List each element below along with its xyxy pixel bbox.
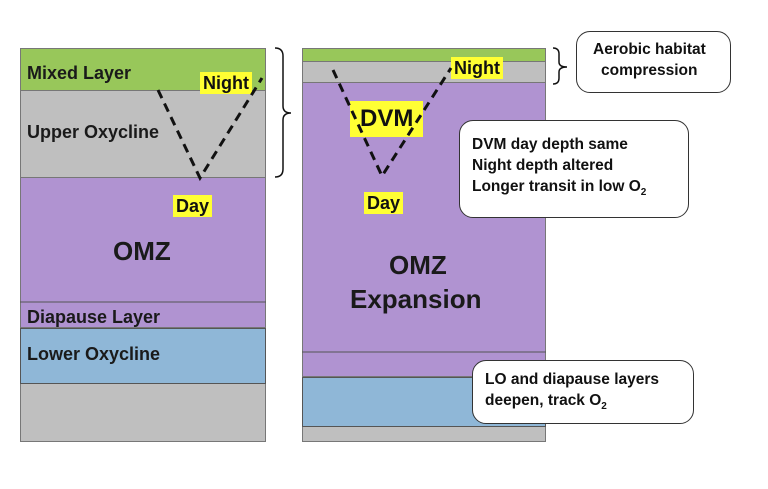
aerobic-habitat-note: Aerobic habitat compression — [576, 31, 731, 93]
dvm-day-depth-line: DVM day depth same — [472, 136, 628, 153]
left-night-label: Night — [200, 72, 252, 94]
transit-subscript: 2 — [640, 186, 647, 198]
transit-line: Longer transit in low O2 — [472, 177, 688, 200]
omz-expansion-line1: OMZ — [389, 250, 447, 280]
lower-oxycline-label: Lower Oxycline — [27, 344, 161, 364]
left-dvm-path — [156, 77, 264, 182]
dvm-depth-note: DVM day depth same Night depth altered L… — [459, 120, 689, 218]
left-bottom-grey — [20, 384, 266, 442]
night-depth-line: Night depth altered — [472, 156, 614, 174]
omz-label: OMZ — [113, 236, 171, 266]
right-night-label: Night — [451, 57, 503, 79]
lo-diapause-note: LO and diapause layers deepen, track O2 — [472, 360, 694, 424]
omz-expansion-line2: Expansion — [350, 284, 482, 314]
lo-line2-text: deepen, track O — [485, 391, 602, 409]
right-dvm-path — [331, 67, 453, 180]
transit-text: Longer transit in low O — [472, 177, 641, 195]
right-bottom-grey — [302, 427, 546, 442]
upper-oxycline-label: Upper Oxycline — [27, 122, 160, 142]
aerobic-line2: compression — [601, 61, 698, 79]
right-day-label: Day — [364, 192, 404, 214]
mixed-layer-label: Mixed Layer — [27, 63, 132, 83]
left-mixed-layer — [20, 48, 266, 91]
lo-line1: LO and diapause layers — [485, 371, 660, 388]
diapause-layer-label: Diapause Layer — [27, 307, 161, 327]
left-omz — [20, 177, 266, 328]
left-day-label: Day — [173, 195, 213, 217]
aerobic-line1: Aerobic habitat — [593, 41, 706, 58]
right-brace — [552, 47, 568, 85]
lo-line2-subscript: 2 — [601, 401, 607, 413]
left-lower-oxycline — [20, 328, 266, 384]
lo-line2: deepen, track O2 — [485, 391, 693, 414]
left-brace — [274, 47, 292, 178]
left-upper-oxycline — [20, 91, 266, 177]
